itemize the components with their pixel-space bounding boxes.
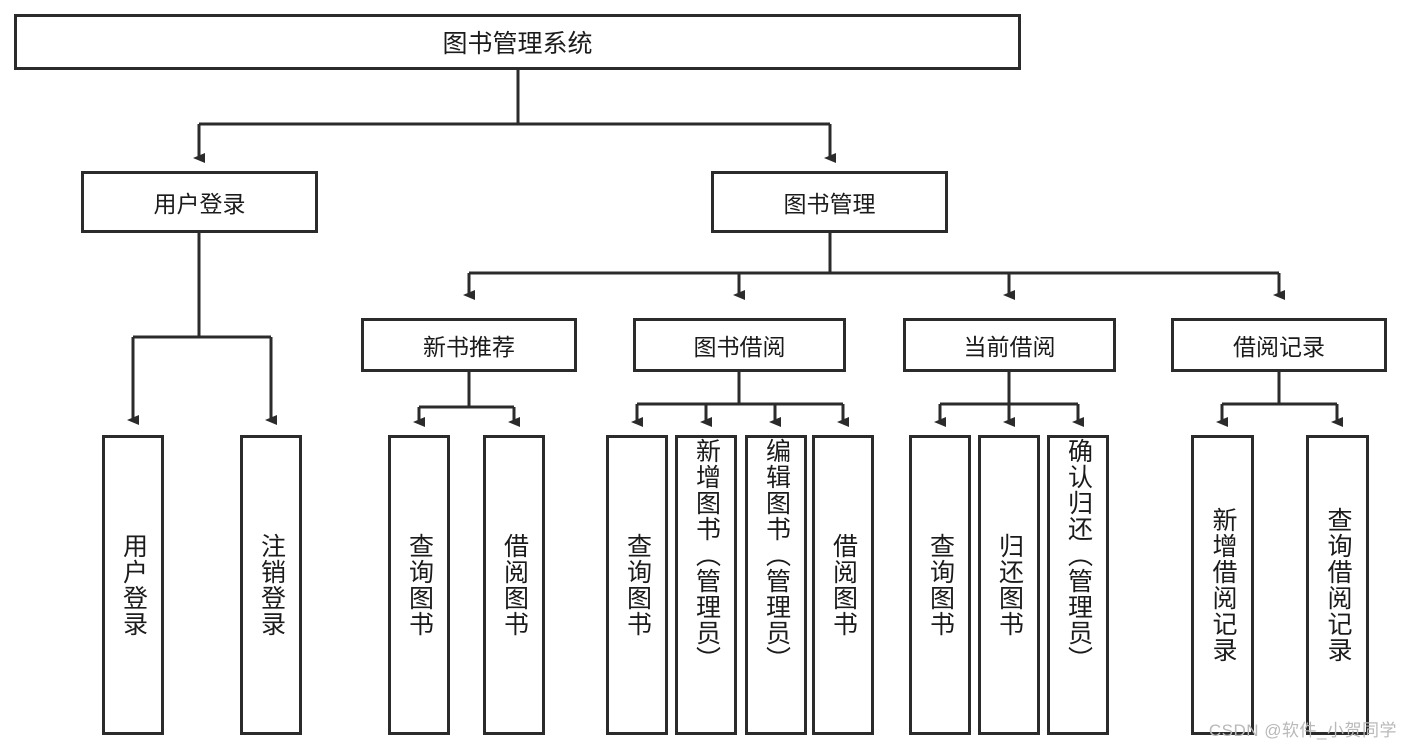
node-book-management[interactable]: 图书管理 [711, 171, 948, 233]
node-label: 借阅图书 [500, 533, 529, 637]
node-leaf-borrow-book-1[interactable]: 借阅图书 [483, 435, 545, 735]
node-label: 查询图书 [623, 533, 652, 637]
node-label: 新书推荐 [423, 334, 515, 360]
node-user-login[interactable]: 用户登录 [81, 171, 318, 233]
node-borrow-record[interactable]: 借阅记录 [1171, 318, 1387, 372]
node-label: 查询图书 [926, 533, 955, 637]
node-book-management-system[interactable]: 图书管理系统 [14, 14, 1021, 70]
node-label: 用户登录 [119, 533, 148, 637]
node-leaf-query-book-2[interactable]: 查询图书 [606, 435, 668, 735]
node-label: 图书管理系统 [442, 30, 593, 58]
node-label: 注销登录 [257, 533, 286, 637]
node-label: 借阅记录 [1233, 334, 1325, 360]
node-current-borrow[interactable]: 当前借阅 [903, 318, 1116, 372]
node-leaf-borrow-book-2[interactable]: 借阅图书 [812, 435, 874, 735]
node-new-book-recommend[interactable]: 新书推荐 [361, 318, 577, 372]
node-leaf-query-book-1[interactable]: 查询图书 [388, 435, 450, 735]
node-label: 编辑图书（管理员） [762, 438, 791, 672]
node-label: 借阅图书 [829, 533, 858, 637]
node-leaf-return-book[interactable]: 归还图书 [978, 435, 1040, 735]
node-leaf-query-book-3[interactable]: 查询图书 [909, 435, 971, 735]
node-leaf-edit-book[interactable]: 编辑图书（管理员） [745, 435, 807, 735]
node-label: 归还图书 [995, 533, 1024, 637]
node-book-borrow[interactable]: 图书借阅 [633, 318, 846, 372]
node-label: 新增借阅记录 [1209, 507, 1237, 663]
node-leaf-user-login[interactable]: 用户登录 [102, 435, 164, 735]
node-label: 用户登录 [153, 191, 246, 217]
node-leaf-query-borrow-record[interactable]: 查询借阅记录 [1306, 435, 1369, 735]
node-leaf-add-borrow-record[interactable]: 新增借阅记录 [1191, 435, 1254, 735]
node-label: 图书借阅 [693, 334, 786, 360]
node-leaf-confirm-return[interactable]: 确认归还（管理员） [1047, 435, 1109, 735]
watermark-text: CSDN @软件_小贺同学 [1208, 721, 1397, 740]
node-label: 当前借阅 [963, 334, 1056, 360]
node-label: 图书管理 [783, 191, 876, 217]
node-leaf-logout-login[interactable]: 注销登录 [240, 435, 302, 735]
node-label: 新增图书（管理员） [692, 438, 721, 672]
node-label: 查询借阅记录 [1324, 507, 1352, 663]
node-label: 确认归还（管理员） [1064, 438, 1093, 672]
node-leaf-add-book[interactable]: 新增图书（管理员） [675, 435, 737, 735]
node-label: 查询图书 [405, 533, 434, 637]
